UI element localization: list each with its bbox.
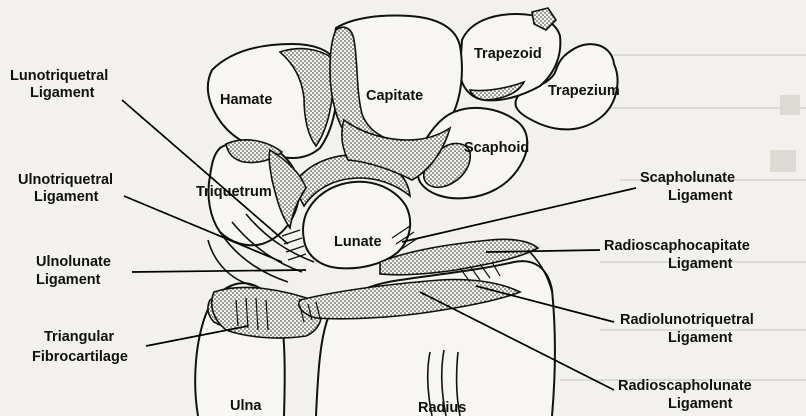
radiolunotriquetral-label-line1: Radiolunotriquetral (620, 312, 754, 328)
ulnolunate-label-line1: Ulnolunate (36, 254, 111, 270)
carpal-bones (208, 8, 618, 268)
radioscapholunate-label-line1: Radioscapholunate (618, 378, 752, 394)
ulnolunate-leader (132, 270, 306, 272)
capitate-label: Capitate (366, 88, 423, 104)
radius-label: Radius (418, 400, 466, 416)
scapholunate-label-line1: Scapholunate (640, 170, 735, 186)
scaphoid-label: Scaphoid (464, 140, 529, 156)
hamate-label: Hamate (220, 92, 272, 108)
ulna-label: Ulna (230, 398, 262, 414)
ulnotriquetral-label-line2: Ligament (34, 189, 99, 205)
radiolunotriquetral-label-line2: Ligament (668, 330, 733, 346)
tfc-label-line2: Fibrocartilage (32, 349, 128, 365)
left-ligament-labels: Lunotriquetral Ligament Ulnotriquetral L… (10, 68, 128, 365)
lunotriquetral-label-line1: Lunotriquetral (10, 68, 108, 84)
lunotriquetral-label-line2: Ligament (30, 85, 95, 101)
lunate-bone (303, 182, 410, 269)
radioscaphocapitate-label-line2: Ligament (668, 256, 733, 272)
trapezium-label: Trapezium (548, 83, 620, 99)
ulnotriquetral-label-line1: Ulnotriquetral (18, 172, 113, 188)
lunate-label: Lunate (334, 234, 382, 250)
scapholunate-label-line2: Ligament (668, 188, 733, 204)
radioscaphocapitate-label-line1: Radioscaphocapitate (604, 238, 750, 254)
right-ligament-labels: Scapholunate Ligament Radioscaphocapitat… (604, 170, 754, 412)
ulnolunate-label-line2: Ligament (36, 272, 101, 288)
scapholunate-leader (402, 188, 636, 242)
radioscapholunate-label-line2: Ligament (668, 396, 733, 412)
tfc-label-line1: Triangular (44, 329, 114, 345)
trapezoid-label: Trapezoid (474, 46, 542, 62)
